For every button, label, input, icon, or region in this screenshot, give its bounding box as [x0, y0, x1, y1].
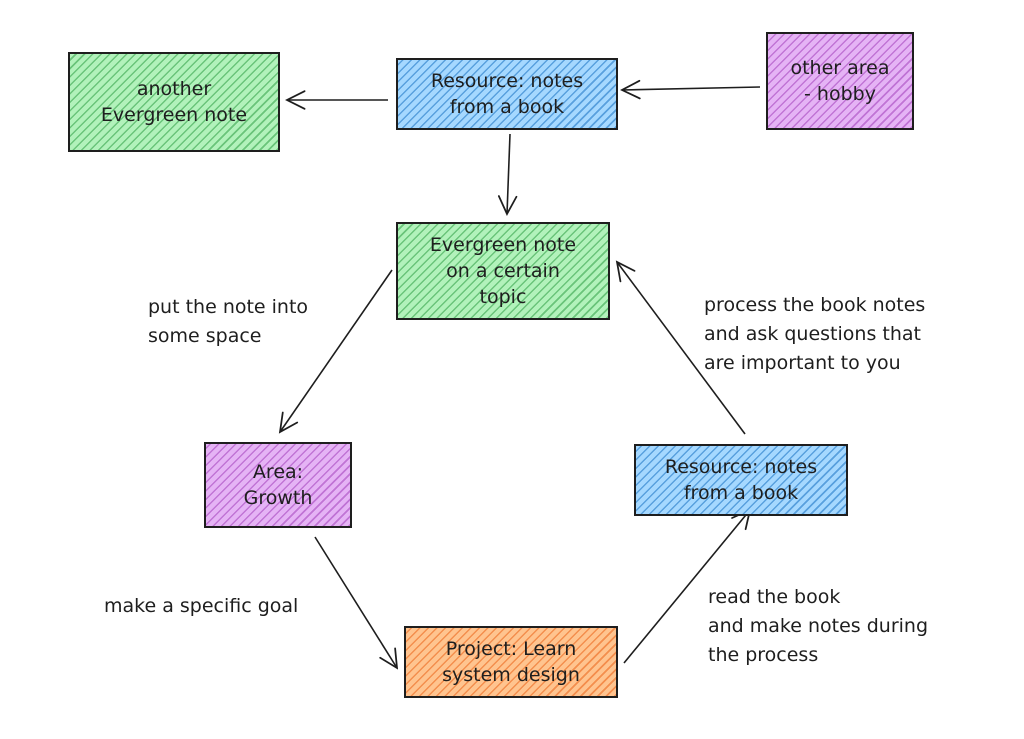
arrow-area-to-project	[314, 536, 399, 670]
node-resource-right-text: Resource: notes from a book	[664, 456, 818, 504]
node-resource-top-text: Resource: notes from a book	[430, 70, 584, 118]
label-process-book-notes: process the book notes and ask questions…	[704, 294, 926, 374]
arrow-other-area-to-resource	[620, 79, 761, 100]
node-area-growth: Area: Growth	[204, 442, 352, 528]
label-read-book-make-notes: read the book and make notes during the …	[708, 586, 929, 666]
arrow-resource-to-evergreen-return	[615, 260, 746, 435]
node-another-evergreen-note: another Evergreen note	[68, 52, 280, 152]
node-evergreen-topic-text: Evergreen note on a certain topic	[429, 234, 577, 308]
node-evergreen-topic: Evergreen note on a certain topic	[396, 222, 610, 320]
node-resource-top: Resource: notes from a book	[396, 58, 618, 130]
label-put-note-into-space: put the note into some space	[148, 296, 309, 347]
node-another-evergreen-note-text: another Evergreen note	[100, 78, 248, 126]
label-make-specific-goal: make a specific goal	[104, 595, 299, 617]
node-project-learn-system-design: Project: Learn system design	[404, 626, 618, 698]
node-other-area-hobby-text: other area - hobby	[790, 57, 890, 105]
arrow-evergreen-to-area	[278, 269, 393, 434]
node-area-growth-text: Area: Growth	[243, 461, 313, 509]
node-project-text: Project: Learn system design	[442, 638, 580, 686]
arrow-project-to-resource	[623, 508, 752, 664]
node-other-area-hobby: other area - hobby	[766, 32, 914, 130]
node-resource-right: Resource: notes from a book	[634, 444, 848, 516]
arrow-resource-to-evergreen	[497, 133, 518, 216]
